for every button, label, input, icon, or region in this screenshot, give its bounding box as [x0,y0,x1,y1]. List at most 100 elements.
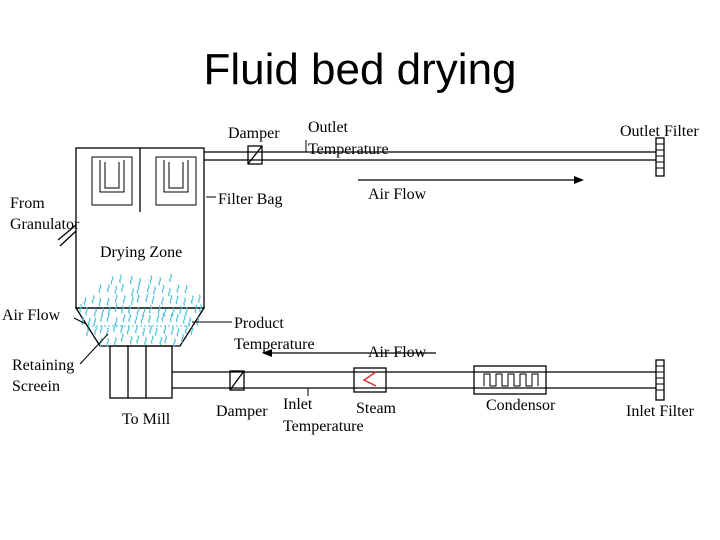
particle-squiggle [87,317,91,327]
particle-squiggle [197,294,201,304]
particle-squiggle [138,277,142,287]
particle-squiggle [136,335,140,344]
filter-bag-left [91,156,133,206]
particle-squiggle [163,325,167,335]
particle-squiggle [163,308,167,317]
air-flow-top-label: Air Flow [368,186,427,203]
particle-squiggle [144,337,147,346]
condensor [473,365,547,395]
particle-squiggle [131,287,134,297]
condensor-label: Condensor [486,397,556,414]
particle-squiggle [149,275,153,284]
particle-squiggle [98,297,102,307]
particle-squiggle [120,333,124,343]
particle-squiggle [114,294,118,304]
outlet-temperature-label-1: Outlet [308,119,349,136]
particle-squiggle [129,275,133,285]
damper-bottom [229,370,245,391]
particle-squiggle [128,305,131,314]
from-granulator-label-2: Granulator [10,216,80,233]
particle-squiggle [164,334,168,344]
particle-squiggle [93,317,97,327]
particle-squiggle [148,314,151,324]
inlet-temperature-label-1: Inlet [283,396,313,413]
particle-squiggle [114,317,118,327]
damper-top-label: Damper [228,125,280,142]
particle-squiggle [171,326,174,336]
particle-squiggle [156,313,160,323]
particle-squiggle [184,284,188,294]
particle-squiggle [161,284,165,294]
particle-squiggle [149,325,152,334]
steam-heater [353,367,387,393]
damper-top [247,145,263,165]
from-granulator-label-1: From [10,195,45,212]
particle-squiggle [190,326,194,336]
particle-squiggle [159,336,163,346]
particle-squiggle [119,274,122,284]
particle-squiggle [171,307,175,317]
particle-squiggle [154,327,158,337]
outlet-filter [655,137,665,177]
damper-bottom-label: Damper [216,403,268,420]
particle-squiggle [168,288,171,297]
particle-squiggle [110,275,114,285]
particle-squiggle [169,273,172,283]
particle-squiggle [86,327,89,337]
particle-squiggle [120,324,124,334]
product-temperature-label-2: Temperature [234,336,315,353]
particle-squiggle [121,304,124,314]
particle-squiggle [158,277,162,286]
filter-bag-label: Filter Bag [218,191,282,208]
retaining-screen-leader [79,333,109,365]
drying-zone-label: Drying Zone [100,244,182,261]
particle-squiggle [100,313,103,323]
filter-bag-right [155,156,197,206]
particle-squiggle [114,285,118,295]
retaining-screen-label-1: Retaining [12,357,74,374]
particle-squiggle [188,316,192,326]
product-cone [74,307,206,347]
particle-squiggle [185,307,188,316]
particle-squiggle [94,307,97,317]
to-mill-label: To Mill [122,411,171,428]
particle-squiggle [113,323,116,333]
particle-squiggle [114,303,118,312]
air-flow-bottom-label: Air Flow [368,344,427,361]
particle-squiggle [131,296,134,306]
particle-squiggle [179,305,183,315]
particle-squiggle [176,284,180,294]
particle-squiggle [199,303,202,313]
particle-squiggle [113,337,117,346]
particle-squiggle [94,326,97,336]
product-temperature-label-1: Product [234,315,284,332]
particle-squiggle [122,295,126,304]
particle-squiggle [81,316,84,326]
particle-squiggle [173,338,176,347]
particle-squiggle [169,313,173,323]
particle-squiggle [153,285,156,295]
particle-squiggle [128,313,132,323]
retaining-screen-label-2: Screein [12,378,60,395]
particle-squiggle [183,297,186,307]
inlet-filter [655,359,665,401]
particle-squiggle [129,335,133,345]
particle-squiggle [106,297,110,307]
particle-squiggle [175,295,179,305]
particle-squiggle [106,313,110,322]
particle-squiggle [121,283,124,293]
particle-squiggle [182,315,186,324]
particle-squiggle [98,284,102,294]
particle-squiggle [190,295,194,305]
particle-squiggle [145,293,149,303]
particle-squiggle [136,285,140,295]
particle-squiggle [106,338,109,347]
particle-squiggle [194,304,198,314]
particle-squiggle [157,305,161,315]
particle-squiggle [136,306,140,316]
lower-housing [109,345,173,399]
particle-squiggle [140,314,144,324]
particle-squiggle [151,295,155,304]
particle-squiggle [181,333,184,343]
